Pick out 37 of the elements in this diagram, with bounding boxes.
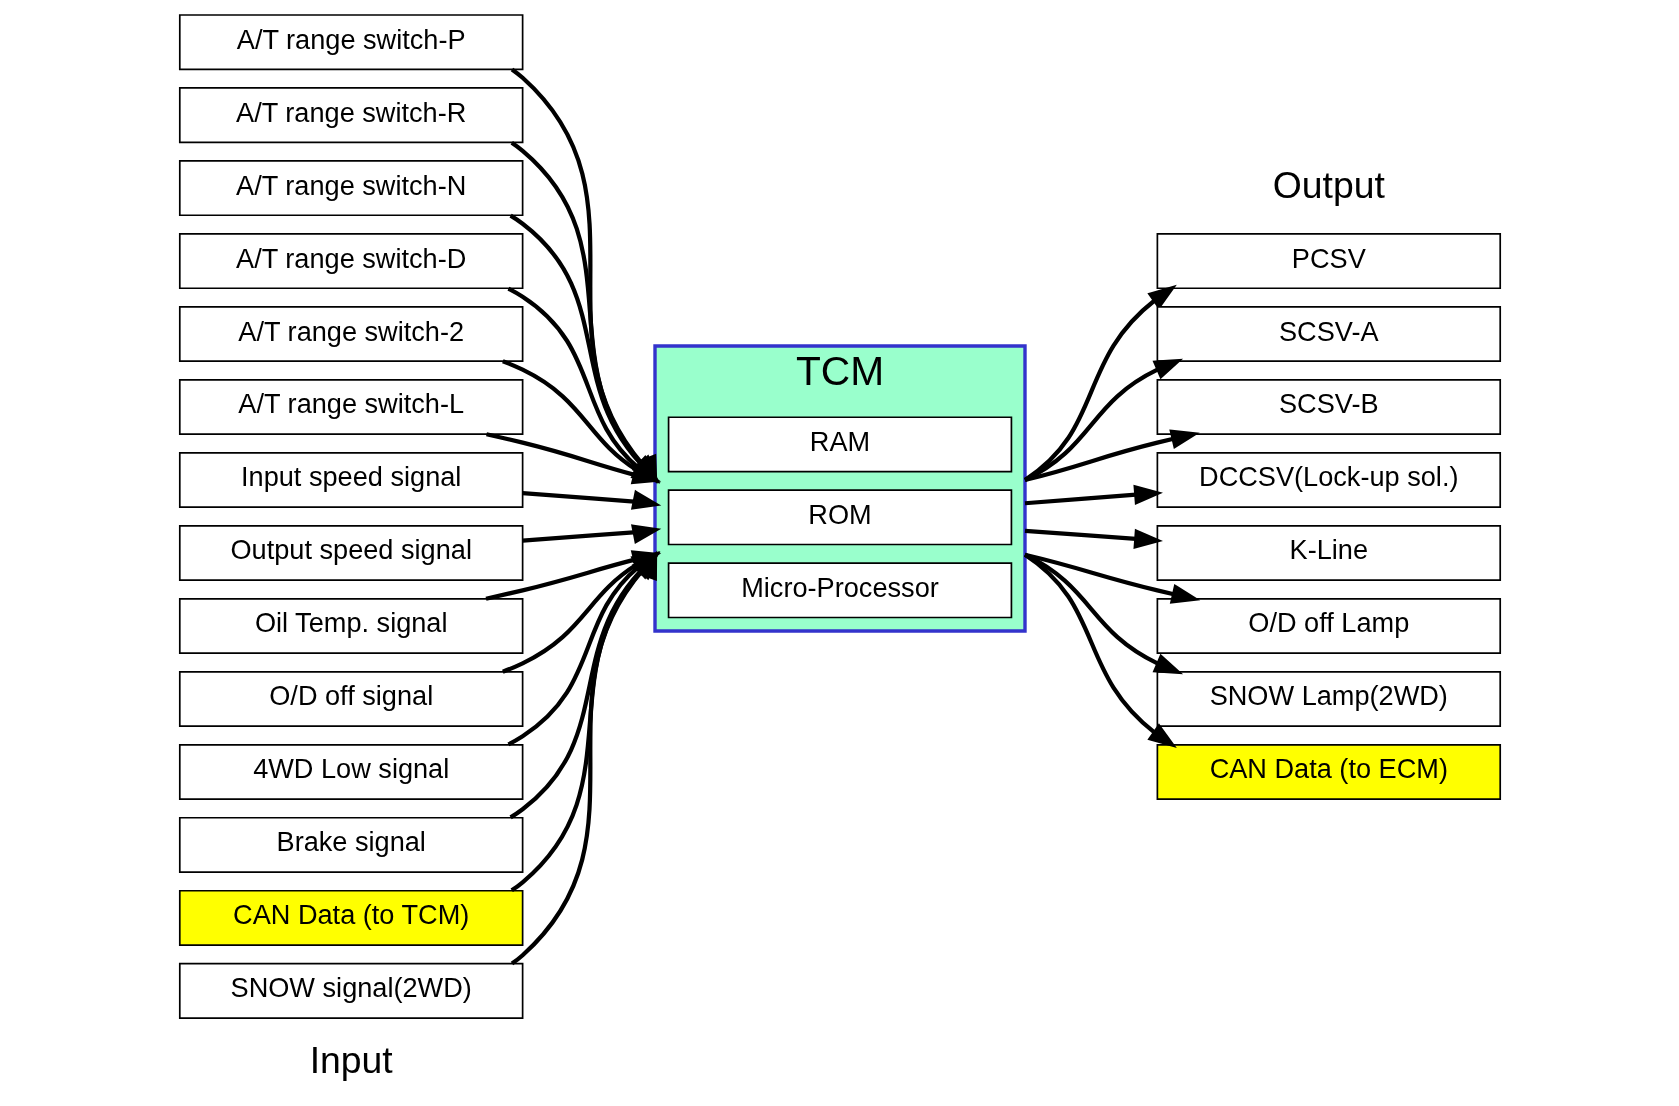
node-box: Input speed signal bbox=[178, 452, 523, 509]
node-box: CAN Data (to ECM) bbox=[1156, 743, 1501, 800]
node-box: SNOW Lamp(2WD) bbox=[1156, 670, 1501, 727]
arrow bbox=[1023, 552, 1183, 675]
node-box: RAM bbox=[667, 416, 1012, 473]
arrow bbox=[1023, 358, 1183, 482]
node-box: PCSV bbox=[1156, 233, 1501, 290]
arrow bbox=[1024, 528, 1163, 549]
node-box: O/D off signal bbox=[178, 670, 523, 727]
node-box: A/T range switch-R bbox=[178, 87, 523, 144]
label: Output bbox=[1272, 163, 1385, 206]
node-box: SCSV-A bbox=[1156, 306, 1501, 363]
node-box: DCCSV(Lock-up sol.) bbox=[1156, 452, 1501, 509]
node-box: A/T range switch-L bbox=[178, 379, 523, 436]
arrow bbox=[1023, 284, 1177, 482]
node-box: Micro-Processor bbox=[667, 562, 1012, 619]
node-box: CAN Data (to TCM) bbox=[178, 889, 523, 946]
arrow bbox=[522, 489, 661, 510]
node-box: Oil Temp. signal bbox=[178, 597, 523, 654]
node-box: A/T range switch-2 bbox=[178, 306, 523, 363]
node-box: SNOW signal(2WD) bbox=[178, 962, 523, 1019]
arrow bbox=[522, 524, 661, 545]
node-box: 4WD Low signal bbox=[178, 743, 523, 800]
label: Input bbox=[309, 1039, 393, 1082]
node-box: SCSV-B bbox=[1156, 379, 1501, 436]
node-box: A/T range switch-D bbox=[178, 233, 523, 290]
node-box: A/T range switch-N bbox=[178, 160, 523, 217]
arrow bbox=[1024, 552, 1200, 604]
node-box: ROM bbox=[667, 489, 1012, 546]
arrow bbox=[1024, 484, 1163, 506]
node-box: Output speed signal bbox=[178, 525, 523, 581]
arrow bbox=[1023, 429, 1200, 483]
node-box: A/T range switch-P bbox=[178, 14, 523, 71]
arrow bbox=[1023, 553, 1177, 749]
node-box: K-Line bbox=[1156, 525, 1501, 581]
node-box: Brake signal bbox=[178, 816, 523, 873]
node-box: O/D off Lamp bbox=[1156, 597, 1501, 654]
